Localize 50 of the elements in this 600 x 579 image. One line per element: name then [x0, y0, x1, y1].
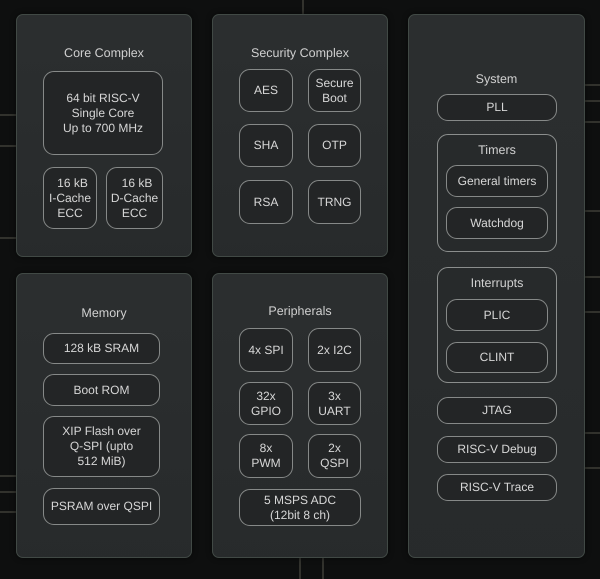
component-block: RSA [239, 180, 293, 224]
component-block: Secure Boot [308, 69, 361, 112]
component-block: RISC-V Debug [437, 436, 557, 463]
module-panel [16, 273, 192, 558]
component-block: Watchdog [446, 207, 548, 239]
component-block: General timers [446, 165, 548, 197]
component-block: Boot ROM [43, 374, 160, 406]
trace-line [584, 210, 600, 212]
component-block: SHA [239, 124, 293, 167]
component-block: PLIC [446, 299, 548, 331]
trace-line [584, 84, 600, 86]
component-block: PLL [437, 94, 557, 121]
component-block: 32x GPIO [239, 382, 293, 425]
component-block: 16 kB I-Cache ECC [43, 167, 97, 229]
panel-title: Memory [81, 305, 127, 321]
panel-title: Core Complex [64, 45, 144, 61]
trace-line [302, 0, 304, 14]
group-panel [437, 267, 557, 383]
panel-title: System [476, 71, 518, 87]
trace-line [584, 100, 600, 102]
component-block: 3x UART [308, 382, 361, 425]
component-block: 64 bit RISC-V Single Core Up to 700 MHz [43, 71, 163, 155]
component-block: 128 kB SRAM [43, 333, 160, 364]
group-title: Interrupts [470, 275, 524, 291]
trace-line [0, 114, 16, 116]
module-panel [212, 14, 388, 257]
module-panel [212, 273, 388, 558]
panel-title: Security Complex [251, 45, 349, 61]
component-block: CLINT [446, 342, 548, 373]
module-panel [408, 14, 585, 558]
trace-line [584, 432, 600, 434]
panel-title: Peripherals [268, 303, 332, 319]
component-block: RISC-V Trace [437, 474, 557, 501]
component-block: XIP Flash over Q-SPI (upto 512 MiB) [43, 416, 160, 477]
component-block: PSRAM over QSPI [43, 488, 160, 525]
component-block: AES [239, 69, 293, 112]
component-block: 2x I2C [308, 328, 361, 372]
trace-line [322, 558, 324, 579]
component-block: 8x PWM [239, 434, 293, 478]
component-block: 4x SPI [239, 328, 293, 372]
component-block: 16 kB D-Cache ECC [106, 167, 163, 229]
group-panel [437, 134, 557, 252]
trace-line [584, 276, 600, 278]
group-title: Timers [478, 142, 516, 158]
component-block: 2x QSPI [308, 434, 361, 478]
component-block: TRNG [308, 180, 361, 224]
component-block: 5 MSPS ADC (12bit 8 ch) [239, 489, 361, 526]
module-panel [16, 14, 192, 257]
component-block: JTAG [437, 397, 557, 424]
component-block: OTP [308, 124, 361, 167]
